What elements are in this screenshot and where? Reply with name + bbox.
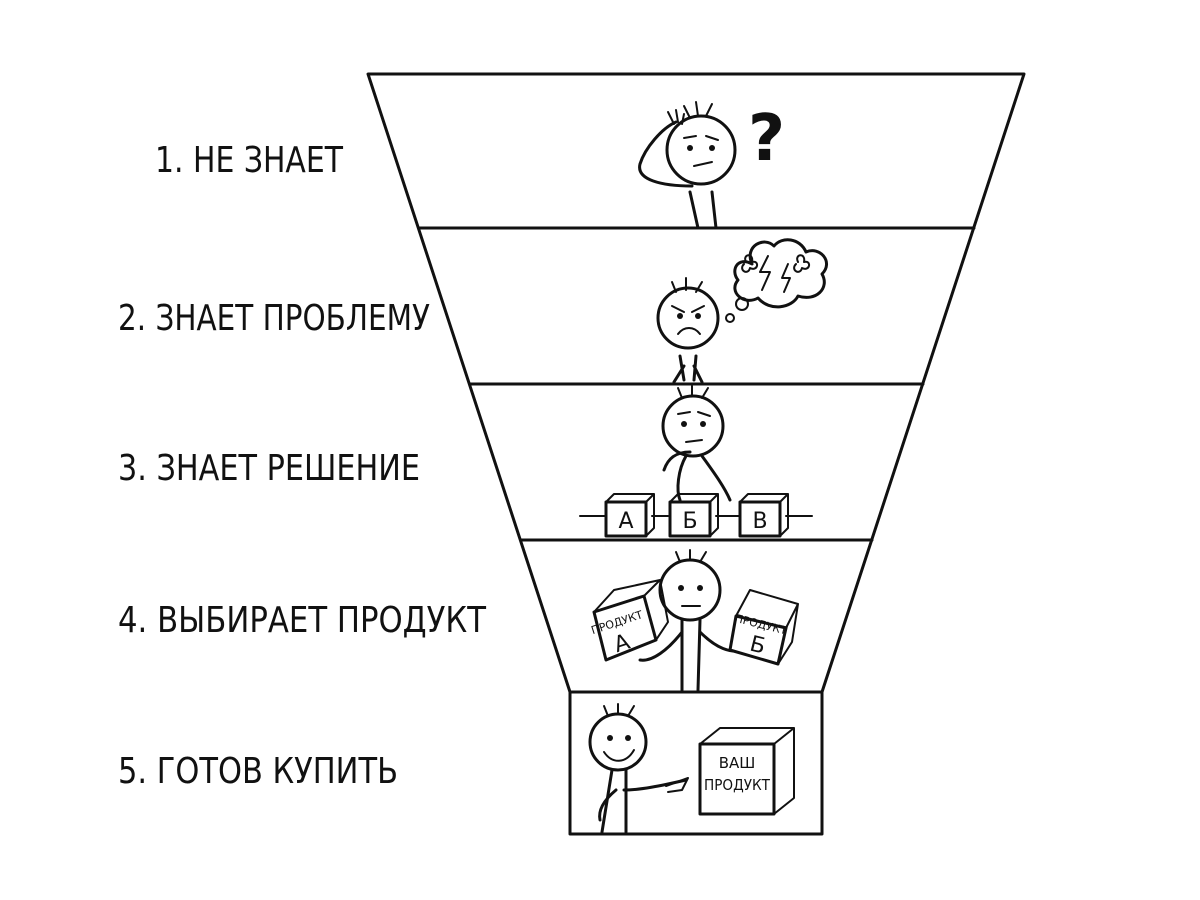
swirl-icon <box>741 254 758 273</box>
pointing-hand-icon <box>665 777 689 793</box>
stage-2-body <box>672 354 704 384</box>
option-block-v: В <box>738 493 789 538</box>
your-product-line-2: ПРОДУКТ <box>704 776 771 794</box>
option-b-letter: Б <box>682 509 697 534</box>
stage-1-confused-person: ? <box>638 101 785 230</box>
lightning-icon <box>759 255 771 291</box>
stage-2-label: 2. ЗНАЕТ ПРОБЛЕМУ <box>118 298 430 339</box>
question-mark-icon: ? <box>748 102 785 176</box>
option-v-letter: В <box>752 509 767 534</box>
thought-bubble-2 <box>725 313 735 323</box>
stage-5-label: 5. ГОТОВ КУПИТЬ <box>118 751 398 792</box>
stage-4-choosing-person: ПРОДУКТ А ПРОДУКТ Б <box>590 549 799 692</box>
stage-4-body <box>680 618 702 692</box>
stage-5-ready-person: ВАШ ПРОДУКТ <box>588 703 795 834</box>
product-a-letter: А <box>611 630 633 658</box>
option-a-letter: А <box>618 509 633 534</box>
product-box-a: ПРОДУКТ А <box>590 579 669 662</box>
your-product-line-1: ВАШ <box>719 754 756 772</box>
stage-labels: 1. НЕ ЗНАЕТ 2. ЗНАЕТ ПРОБЛЕМУ 3. ЗНАЕТ Р… <box>118 140 487 792</box>
stage-1-arm <box>638 120 694 188</box>
stage-4-label: 4. ВЫБИРАЕТ ПРОДУКТ <box>118 600 487 641</box>
option-block-b: Б <box>668 493 719 538</box>
stage-2-angry-person <box>656 238 829 384</box>
option-block-a: А <box>604 493 655 538</box>
stage-3-label: 3. ЗНАЕТ РЕШЕНИЕ <box>118 448 420 489</box>
stage-1-fingers <box>667 109 685 125</box>
funnel-outline <box>366 72 1026 836</box>
stage-4-head <box>658 558 722 622</box>
stage-5-arm-left <box>598 788 618 822</box>
stage-1-hair <box>683 101 713 119</box>
product-b-letter: Б <box>747 632 768 660</box>
stage-2-head <box>656 286 720 350</box>
stage-3-thinking-person: А Б В <box>579 385 813 538</box>
lightning-icon-2 <box>781 263 791 293</box>
product-box-b: ПРОДУКТ Б <box>728 589 799 666</box>
stage-3-body <box>676 454 732 502</box>
your-product-box: ВАШ ПРОДУКТ <box>698 727 795 816</box>
swirl-icon-2 <box>793 254 810 273</box>
stage-3-head <box>661 394 725 458</box>
stage-1-head <box>665 114 737 186</box>
stage-1-body <box>688 190 718 230</box>
stage-1-label: 1. НЕ ЗНАЕТ <box>155 140 344 181</box>
smile <box>603 749 635 762</box>
thought-cloud <box>733 238 829 309</box>
thought-bubble-1 <box>735 297 749 311</box>
stage-3-hand-on-chin <box>662 450 692 472</box>
